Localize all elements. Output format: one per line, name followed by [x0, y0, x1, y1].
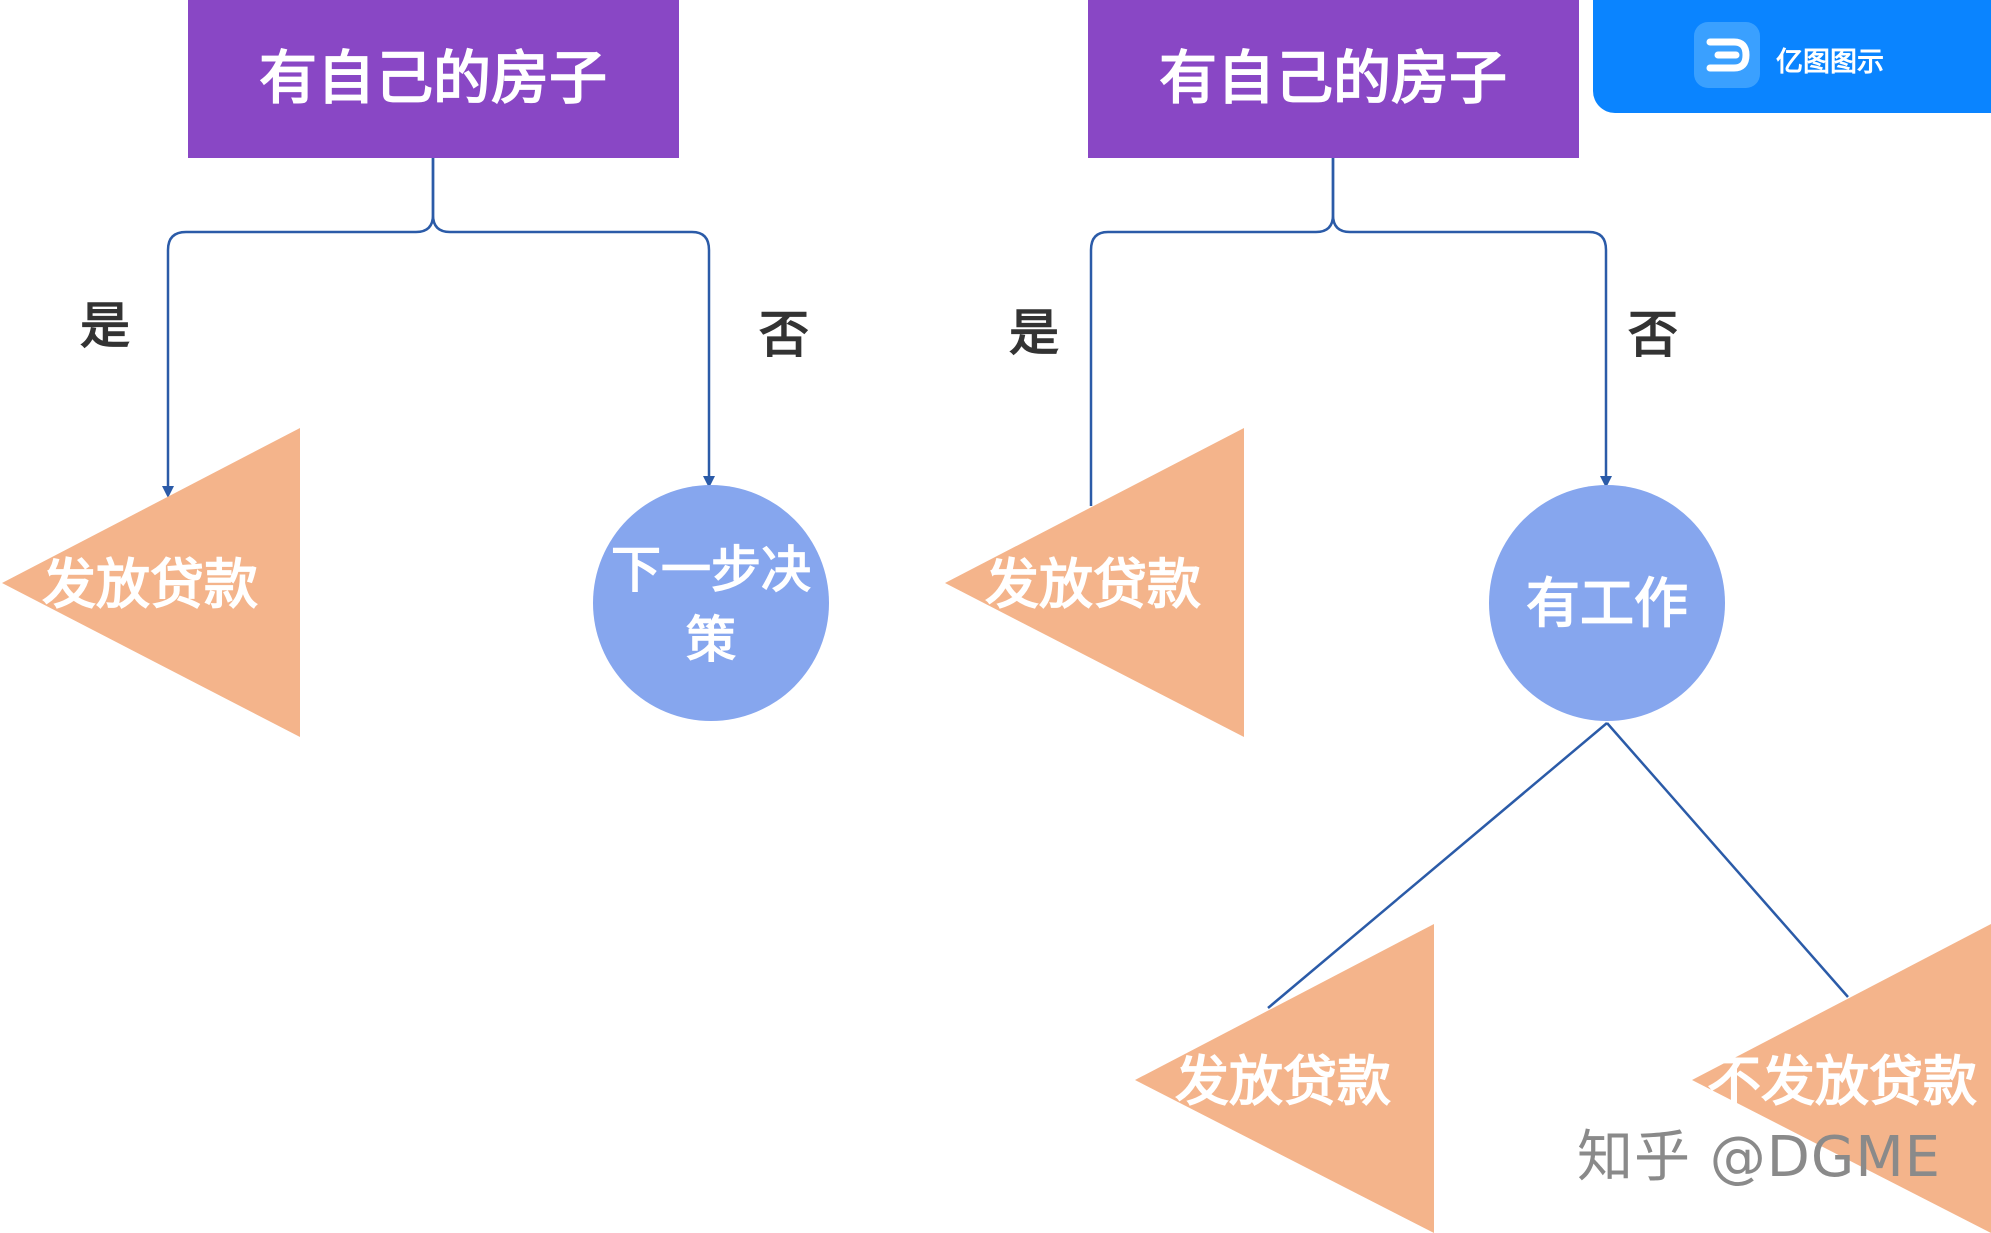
right-root-label: 有自己的房子	[1159, 44, 1507, 112]
left-root-label: 有自己的房子	[259, 44, 607, 112]
right-yes-label: 是	[1009, 304, 1059, 362]
left-root-node[interactable]	[188, 0, 679, 158]
right-no-node-label: 有工作	[1526, 572, 1688, 635]
right-edge-job-yes	[1267, 722, 1608, 1009]
right-yes-leaf-label: 发放贷款	[985, 553, 1201, 616]
right-no-label: 否	[1628, 306, 1678, 364]
right-job-yes-leaf-label: 发放贷款	[1175, 1050, 1391, 1113]
right-job-no-leaf-triangle[interactable]	[1692, 924, 1991, 1233]
left-edge-yes	[162, 158, 435, 498]
credit-watermark: 知乎 @DGME	[1577, 1125, 1942, 1190]
edraw-logo-icon	[1694, 22, 1760, 88]
left-edge-no	[431, 158, 715, 488]
right-edge-yes	[1089, 158, 1335, 506]
right-yes-leaf-triangle[interactable]	[945, 428, 1244, 737]
right-job-yes-leaf-triangle[interactable]	[1135, 924, 1434, 1233]
brand-name: 亿图图示	[1776, 47, 1884, 78]
left-no-node-label-line2: 策	[686, 611, 736, 669]
left-yes-leaf-triangle[interactable]	[2, 428, 300, 737]
right-job-no-leaf-label: 不发放贷款	[1707, 1050, 1977, 1113]
right-root-node[interactable]	[1088, 0, 1579, 158]
left-no-circle-node[interactable]	[593, 485, 829, 721]
right-edge-no	[1331, 158, 1612, 488]
left-no-node-label-line1: 下一步决	[611, 541, 811, 599]
left-yes-label: 是	[80, 297, 130, 355]
right-no-circle-node[interactable]	[1489, 485, 1725, 721]
left-no-label: 否	[759, 306, 809, 364]
right-edge-job-no	[1606, 722, 1849, 998]
left-yes-leaf-label: 发放贷款	[42, 553, 258, 616]
brand-badge: 亿图图示	[1593, 0, 1991, 113]
